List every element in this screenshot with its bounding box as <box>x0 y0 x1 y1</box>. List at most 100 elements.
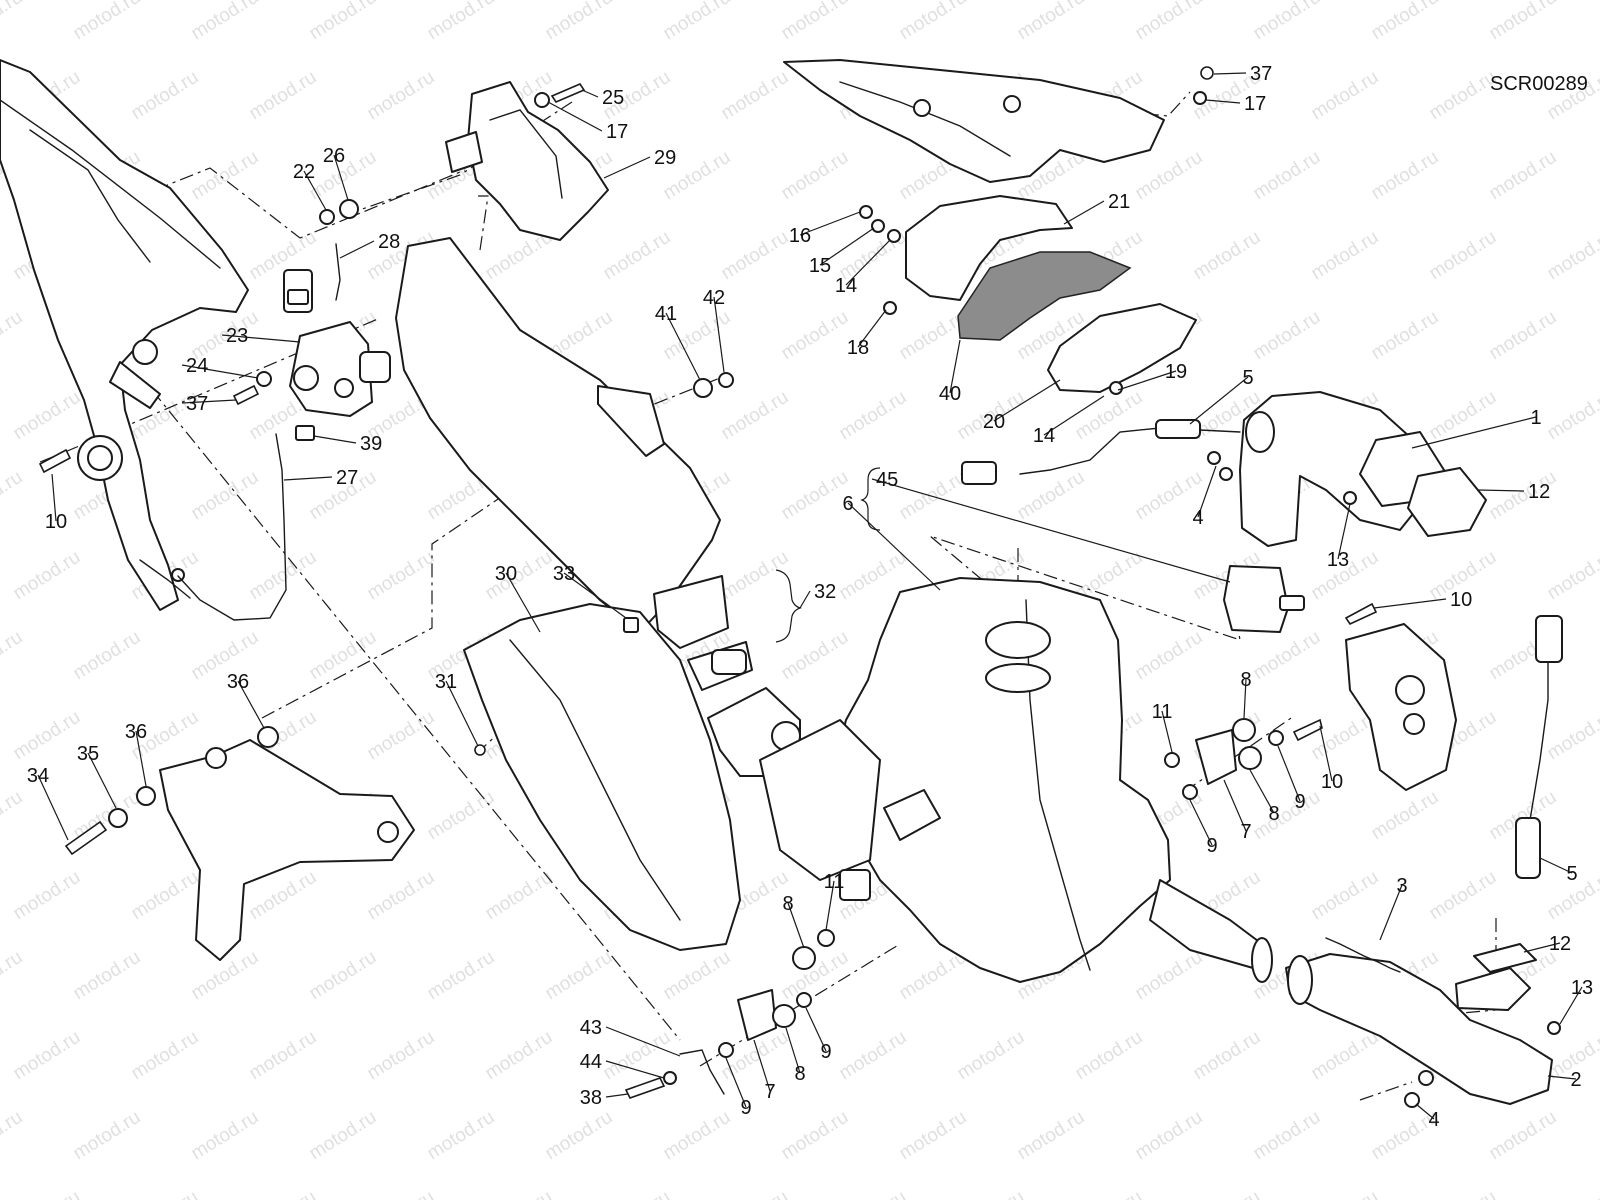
leader-lines <box>37 72 1583 1120</box>
callout-3: 3 <box>1396 875 1407 897</box>
leader-line-32 <box>799 590 811 609</box>
spacer-14a <box>887 229 901 243</box>
watermark-text: motod.ru <box>1426 1187 1501 1200</box>
watermark-text: motod.ru <box>600 227 675 285</box>
callout-1: 1 <box>1530 407 1541 429</box>
callout-33: 33 <box>553 563 575 585</box>
leader-line-10c <box>1319 725 1333 782</box>
watermark-text: motod.ru <box>306 1107 381 1165</box>
watermark-text: motod.ru <box>10 867 85 925</box>
watermark-text: motod.ru <box>424 0 499 44</box>
watermark-text: motod.ru <box>1072 387 1147 445</box>
leader-line-35 <box>87 752 117 809</box>
watermark-text: motod.ru <box>1368 147 1443 205</box>
watermark-text: motod.ru <box>424 787 499 845</box>
upper-heat-shields <box>859 195 1197 395</box>
watermark-text: motod.ru <box>10 387 85 445</box>
brace-group-32 <box>775 569 802 643</box>
centerline-nut-4-lower <box>1359 1081 1413 1101</box>
watermark-text: motod.ru <box>778 0 853 44</box>
callout-14b: 14 <box>1033 425 1055 447</box>
watermark-text: motod.ru <box>1486 0 1561 44</box>
watermark-text: motod.ru <box>0 1107 26 1165</box>
rear-header-gasket-12 <box>1473 943 1537 973</box>
watermark-text: motod.ru <box>1544 387 1600 445</box>
washer-4b <box>1404 1092 1420 1108</box>
watermark-text: motod.ru <box>1426 227 1501 285</box>
bolt-10a <box>38 448 72 474</box>
damper-plate-7b <box>737 989 777 1041</box>
callout-36a: 36 <box>227 671 249 693</box>
watermark-text: motod.ru <box>600 1187 675 1200</box>
callout-36b: 36 <box>125 721 147 743</box>
watermark-text: motod.ru <box>778 467 853 525</box>
actuator-connector-latch <box>287 289 309 305</box>
watermark-text: motod.ru <box>1368 787 1443 845</box>
watermark-text: motod.ru <box>1250 147 1325 205</box>
rear-header-inlet <box>1287 955 1313 1005</box>
leader-line-3 <box>1379 884 1403 941</box>
watermark-text: motod.ru <box>1308 867 1383 925</box>
callout-37a: 37 <box>186 393 208 415</box>
frame-cable-guide <box>139 559 191 599</box>
leader-line-4b <box>1415 1103 1435 1120</box>
watermark-text: motod.ru <box>896 467 971 525</box>
callout-28: 28 <box>378 231 400 253</box>
silencer-outer-body <box>395 237 741 951</box>
callout-9b: 9 <box>1206 835 1217 857</box>
callout-37b: 37 <box>1250 63 1272 85</box>
leader-line-12b <box>1523 942 1561 953</box>
watermark-text: motod.ru <box>0 627 26 685</box>
watermark-text: motod.ru <box>1190 1027 1265 1085</box>
heat-shield-rib <box>489 109 563 199</box>
watermark-text: motod.ru <box>424 947 499 1005</box>
watermark-text: motod.ru <box>1014 467 1089 525</box>
watermark-text: motod.ru <box>836 1027 911 1085</box>
bolt-11b <box>817 929 835 947</box>
watermark-text: motod.ru <box>1308 1027 1383 1085</box>
rubber-damper-8a <box>1232 718 1256 742</box>
leader-line-11a <box>1161 710 1173 753</box>
frame-swingarm-bearing-inner <box>87 445 113 471</box>
watermark-text: motod.ru <box>364 1187 439 1200</box>
leader-line-42 <box>713 296 725 373</box>
leader-line-28 <box>339 240 375 259</box>
actuator-pulley-small <box>334 378 354 398</box>
callout-2: 2 <box>1570 1069 1581 1091</box>
callout-39: 39 <box>360 433 382 455</box>
callout-10c: 10 <box>1321 771 1343 793</box>
leader-line-18 <box>857 309 887 348</box>
watermark-text: motod.ru <box>718 387 793 445</box>
watermark-text: motod.ru <box>364 867 439 925</box>
callout-30: 30 <box>495 563 517 585</box>
silencer-hanger-bracket <box>597 385 665 457</box>
callout-10a: 10 <box>45 511 67 533</box>
lambda-lower-body <box>1515 817 1541 879</box>
frame-pivot-hole <box>132 339 158 365</box>
watermark-text: motod.ru <box>306 947 381 1005</box>
leader-line-43 <box>605 1026 681 1057</box>
frame-cable-clip <box>171 568 185 582</box>
bolt-37b <box>1200 66 1214 80</box>
leader-line-30 <box>505 572 541 633</box>
brace-group-6 <box>860 467 881 531</box>
watermark-text: motod.ru <box>364 547 439 605</box>
watermark-text: motod.ru <box>1072 1027 1147 1085</box>
callout-8b: 8 <box>1268 803 1279 825</box>
heat-shield-bracket <box>445 131 483 173</box>
callout-25: 25 <box>602 87 624 109</box>
callout-27: 27 <box>336 467 358 489</box>
footpeg-bracket-body <box>159 739 415 961</box>
watermark-text: motod.ru <box>1544 707 1600 765</box>
centerline-bracket-upper <box>154 167 466 239</box>
callout-5b: 5 <box>1566 863 1577 885</box>
leader-line-15 <box>819 227 875 266</box>
frame-top-section <box>783 59 1214 183</box>
watermark-text: motod.ru <box>778 307 853 365</box>
watermark-text: motod.ru <box>188 0 263 44</box>
watermark-text: motod.ru <box>542 947 617 1005</box>
watermark-text: motod.ru <box>600 1027 675 1085</box>
watermark-text: motod.ru <box>10 547 85 605</box>
watermark-text: motod.ru <box>10 1187 85 1200</box>
grommet-36b <box>136 786 156 806</box>
